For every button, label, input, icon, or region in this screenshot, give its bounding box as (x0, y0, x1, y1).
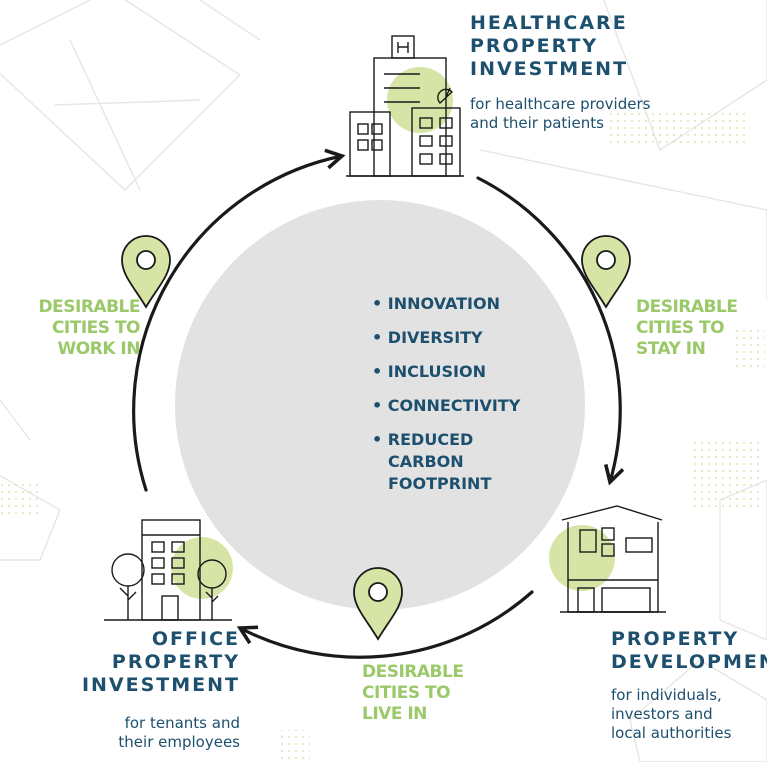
link-live-line: DESIRABLE (362, 662, 464, 682)
healthcare-title-line: HEALTHCARE (470, 12, 628, 34)
pin-stay-icon (581, 235, 631, 309)
office-subtitle-line: for tenants and (124, 714, 240, 732)
healthcare-subtitle: for healthcare providers and their patie… (470, 95, 650, 133)
office-title: OFFICE PROPERTY INVESTMENT (20, 628, 240, 697)
development-subtitle-line: investors and (611, 705, 713, 723)
development-title: PROPERTY DEVELOPMENT (611, 628, 767, 674)
development-subtitle: for individuals, investors and local aut… (611, 686, 731, 743)
house-icon (549, 505, 666, 613)
center-value-item: INNOVATION (372, 293, 562, 315)
healthcare-title: HEALTHCARE PROPERTY INVESTMENT (470, 12, 628, 81)
center-value-item: DIVERSITY (372, 327, 562, 349)
pin-live-icon (353, 567, 403, 641)
link-live-line: CITIES TO (362, 683, 451, 703)
background-dot-patches (0, 112, 765, 760)
office-subtitle: for tenants and their employees (20, 714, 240, 752)
development-subtitle-line: local authorities (611, 724, 732, 742)
center-value-item: CONNECTIVITY (372, 395, 562, 417)
office-building-icon (104, 519, 233, 621)
link-work-line: CITIES TO (51, 318, 141, 338)
cycle-arrows (132, 148, 625, 659)
healthcare-subtitle-line: for healthcare providers (470, 95, 651, 113)
office-title-line: OFFICE (151, 628, 240, 650)
development-subtitle-line: for individuals, (611, 686, 722, 704)
office-title-line: PROPERTY (111, 651, 240, 673)
link-work-line: DESIRABLE (38, 297, 141, 317)
development-title-line: PROPERTY (611, 628, 740, 650)
arrow-office-to-healthcare (132, 148, 346, 492)
arrow-development-to-office (236, 590, 534, 659)
center-values-list: INNOVATION DIVERSITY INCLUSION CONNECTIV… (372, 293, 562, 495)
link-live-line: LIVE IN (362, 704, 427, 724)
arrow-healthcare-to-development (476, 176, 625, 486)
link-work-label: DESIRABLE CITIES TO WORK IN (0, 297, 141, 360)
link-stay-line: CITIES TO (636, 318, 725, 338)
healthcare-title-line: PROPERTY (470, 35, 599, 57)
link-stay-line: DESIRABLE (636, 297, 738, 317)
link-work-line: WORK IN (57, 339, 141, 359)
development-title-line: DEVELOPMENT (611, 651, 767, 673)
link-stay-label: DESIRABLE CITIES TO STAY IN (636, 297, 738, 360)
center-value-item: REDUCED CARBON FOOTPRINT (372, 429, 518, 495)
office-subtitle-line: their employees (118, 733, 240, 751)
link-stay-line: STAY IN (636, 339, 706, 359)
healthcare-title-line: INVESTMENT (470, 58, 629, 80)
link-live-label: DESIRABLE CITIES TO LIVE IN (362, 662, 464, 725)
office-title-line: INVESTMENT (81, 674, 240, 696)
center-value-item: INCLUSION (372, 361, 562, 383)
pin-work-icon (121, 235, 171, 309)
healthcare-subtitle-line: and their patients (470, 114, 604, 132)
hospital-building-icon (346, 35, 464, 177)
